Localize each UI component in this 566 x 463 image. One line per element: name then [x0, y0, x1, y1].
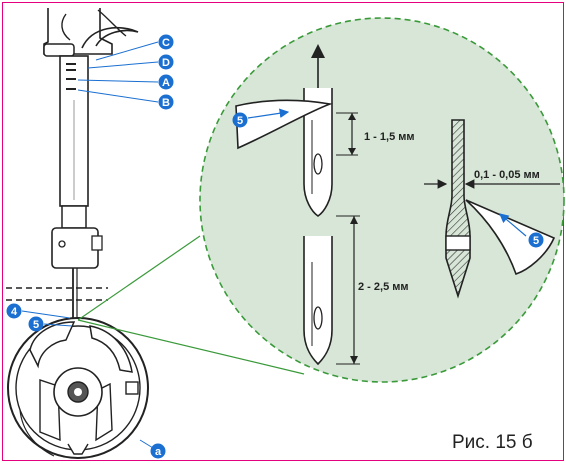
rotary-hook [7, 317, 149, 459]
marker-label-D: D [162, 57, 170, 69]
dim-upper-gap: 1 - 1,5 мм [364, 131, 415, 143]
zoom-line-bottom [77, 319, 305, 375]
marker-a: a [150, 443, 166, 459]
marker-label-4: 4 [11, 306, 18, 318]
needle-bar-assembly [6, 8, 139, 330]
marker-A: A [158, 74, 174, 90]
marker-B: B [158, 94, 174, 110]
magnified-view [199, 17, 565, 383]
marker-5-right: 5 [528, 232, 544, 248]
figure-caption: Рис. 15 б [452, 432, 533, 453]
marker-C: C [158, 34, 174, 50]
zoom-line-top [77, 235, 201, 321]
marker-label-C: C [162, 37, 170, 49]
marker-label-A: A [162, 77, 170, 89]
marker-4: 4 [6, 303, 22, 319]
marker-label-5-left: 5 [33, 319, 39, 331]
dim-lower-gap: 2 - 2,5 мм [358, 281, 409, 293]
marker-label-B: B [162, 97, 170, 109]
marker-D: D [158, 54, 174, 70]
dim-clearance: 0,1 - 0,05 мм [474, 169, 540, 181]
marker-label-a: a [155, 446, 162, 458]
marker-label-5-upper: 5 [237, 115, 243, 127]
marker-5-upper: 5 [232, 112, 248, 128]
leader-lines [21, 41, 527, 452]
marker-label-5-right: 5 [533, 235, 539, 247]
marker-5-left: 5 [28, 316, 44, 332]
